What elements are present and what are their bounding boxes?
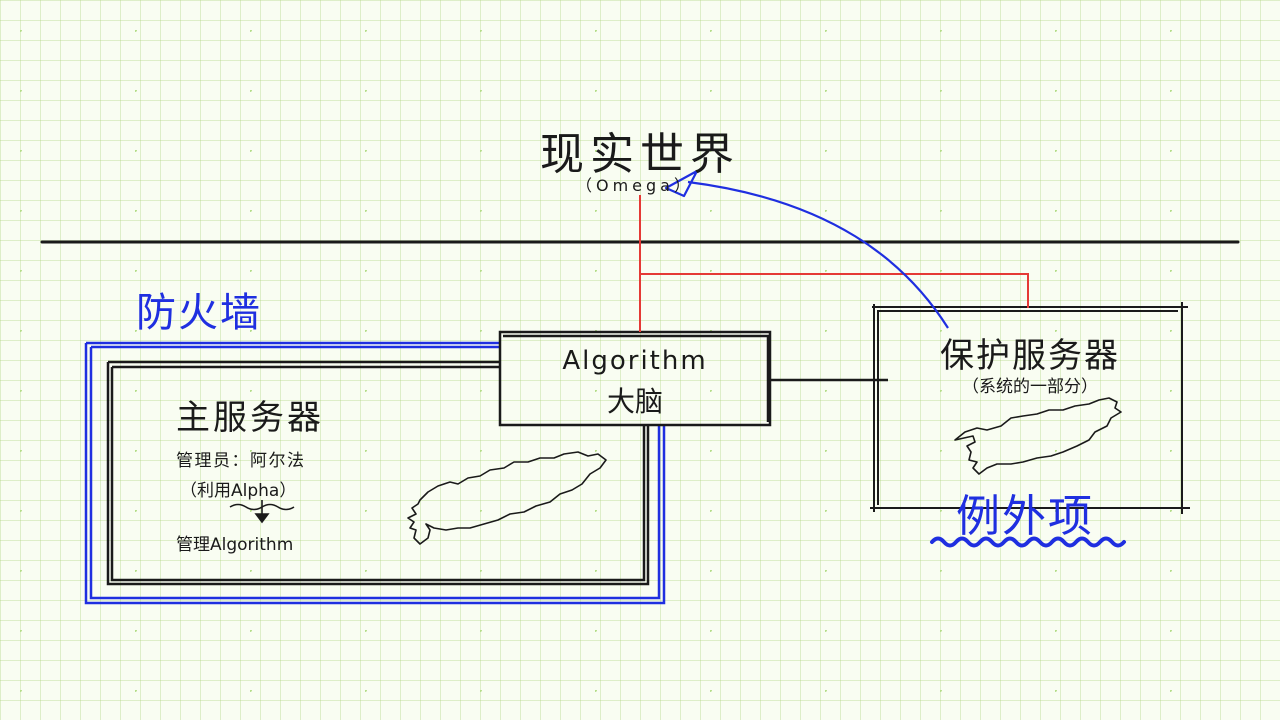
exception-label: 例外项 <box>956 491 1094 542</box>
protection-server-title: 保护服务器 <box>940 336 1120 376</box>
firewall-label: 防火墙 <box>136 290 262 336</box>
firewall-frame <box>84 341 666 605</box>
protection-server-subtitle: （系统的一部分） <box>962 377 1098 397</box>
protection-server-box <box>870 302 1190 514</box>
algorithm-label: Algorithm <box>562 346 708 376</box>
island-sketch-main <box>407 451 607 545</box>
manages-algorithm-label: 管理Algorithm <box>176 535 294 555</box>
exception-arrowhead <box>664 169 699 198</box>
red-connection <box>639 195 1029 332</box>
real-world-title: 现实世界 <box>540 129 740 180</box>
real-world-subtitle: （Omega） <box>576 176 694 195</box>
island-sketch-protection <box>954 397 1122 475</box>
uses-alpha-label: （利用Alpha） <box>180 481 297 501</box>
exception-arrow-line <box>687 180 949 329</box>
algorithm-box <box>498 330 772 427</box>
exception-underline <box>930 536 1126 548</box>
down-arrow-icon <box>229 500 295 524</box>
brain-label: 大脑 <box>606 385 663 418</box>
admin-label: 管理员：阿尔法 <box>176 451 306 471</box>
main-server-title: 主服务器 <box>176 398 324 438</box>
main-server-box <box>106 360 650 586</box>
